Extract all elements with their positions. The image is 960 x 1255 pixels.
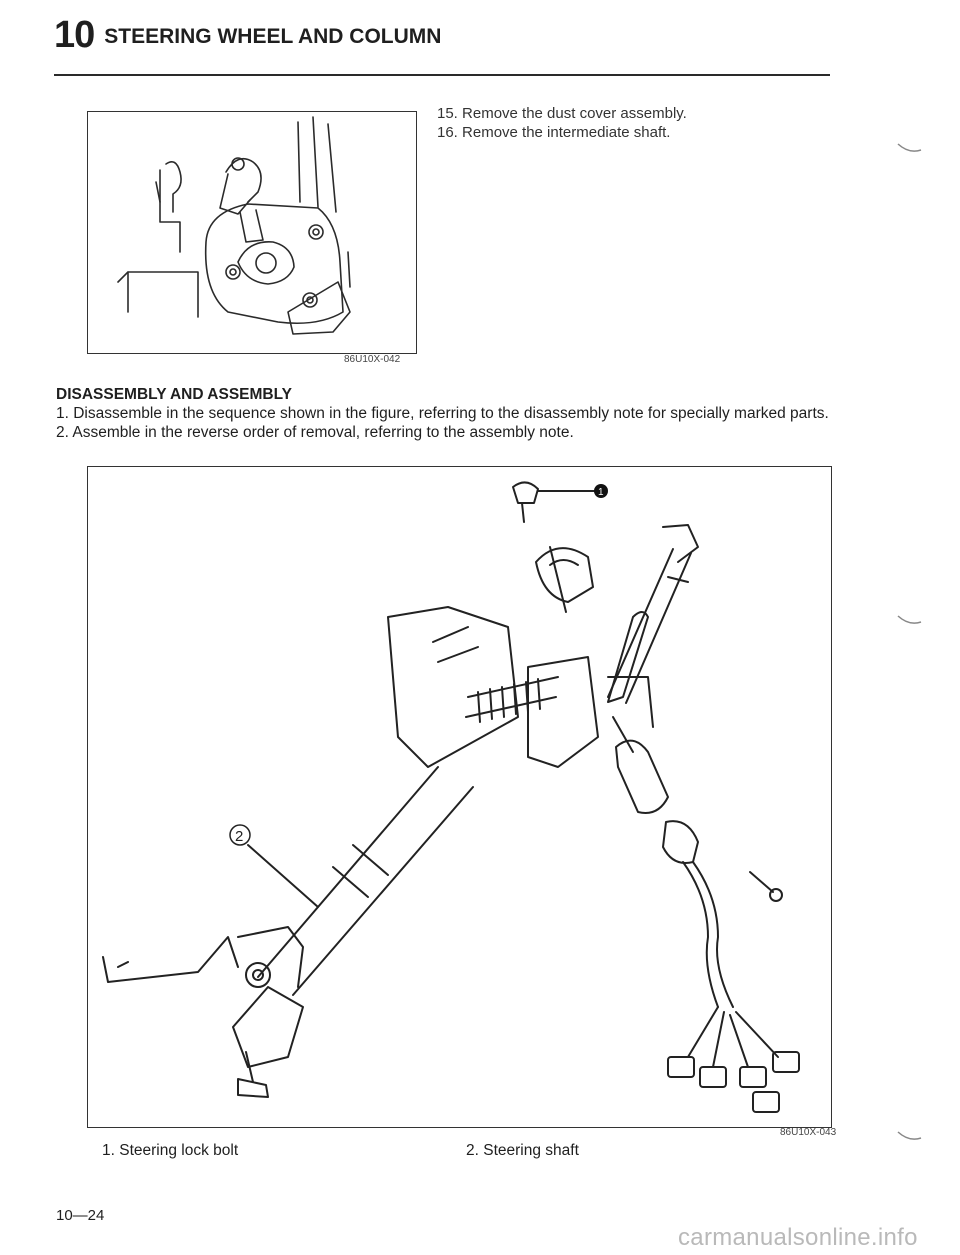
figure-dust-cover bbox=[87, 111, 417, 354]
watermark: carmanualsonline.info bbox=[678, 1224, 918, 1251]
legend-item-1: 1. Steering lock bolt bbox=[102, 1142, 239, 1159]
callout-1-marker bbox=[594, 484, 608, 498]
step-16: 16. Remove the intermediate shaft. bbox=[437, 124, 671, 141]
removal-steps: 15. Remove the dust cover assembly. 16. … bbox=[437, 104, 687, 142]
callout-1-label: 1 bbox=[598, 487, 604, 498]
header-rule bbox=[54, 74, 830, 76]
chapter-title: STEERING WHEEL AND COLUMN bbox=[104, 25, 442, 48]
page-header: 10 STEERING WHEEL AND COLUMN bbox=[54, 14, 441, 57]
figure1-code: 86U10X-042 bbox=[344, 354, 401, 365]
steering-column-illustration: 2 1 bbox=[102, 481, 800, 1113]
instruction-1: 1. Disassemble in the sequence shown in … bbox=[56, 405, 829, 422]
step-15: 15. Remove the dust cover assembly. bbox=[437, 105, 687, 122]
section-title: DISASSEMBLY AND ASSEMBLY bbox=[56, 386, 292, 403]
disassembly-section: DISASSEMBLY AND ASSEMBLY 1. Disassemble … bbox=[56, 385, 836, 442]
page-number: 10—24 bbox=[56, 1207, 105, 1224]
figure2-code: 86U10X-043 bbox=[780, 1127, 837, 1138]
figure-steering-column: 2 1 bbox=[87, 466, 832, 1128]
callout-2-marker bbox=[229, 824, 251, 846]
dust-cover-illustration bbox=[117, 116, 351, 335]
callout-2-label: 2 bbox=[235, 828, 243, 845]
margin-mark bbox=[897, 143, 922, 152]
chapter-number: 10 bbox=[54, 14, 95, 56]
instruction-2: 2. Assemble in the reverse order of remo… bbox=[56, 424, 574, 441]
margin-mark bbox=[897, 615, 922, 624]
legend-item-2: 2. Steering shaft bbox=[466, 1142, 579, 1159]
margin-mark bbox=[897, 1131, 922, 1140]
